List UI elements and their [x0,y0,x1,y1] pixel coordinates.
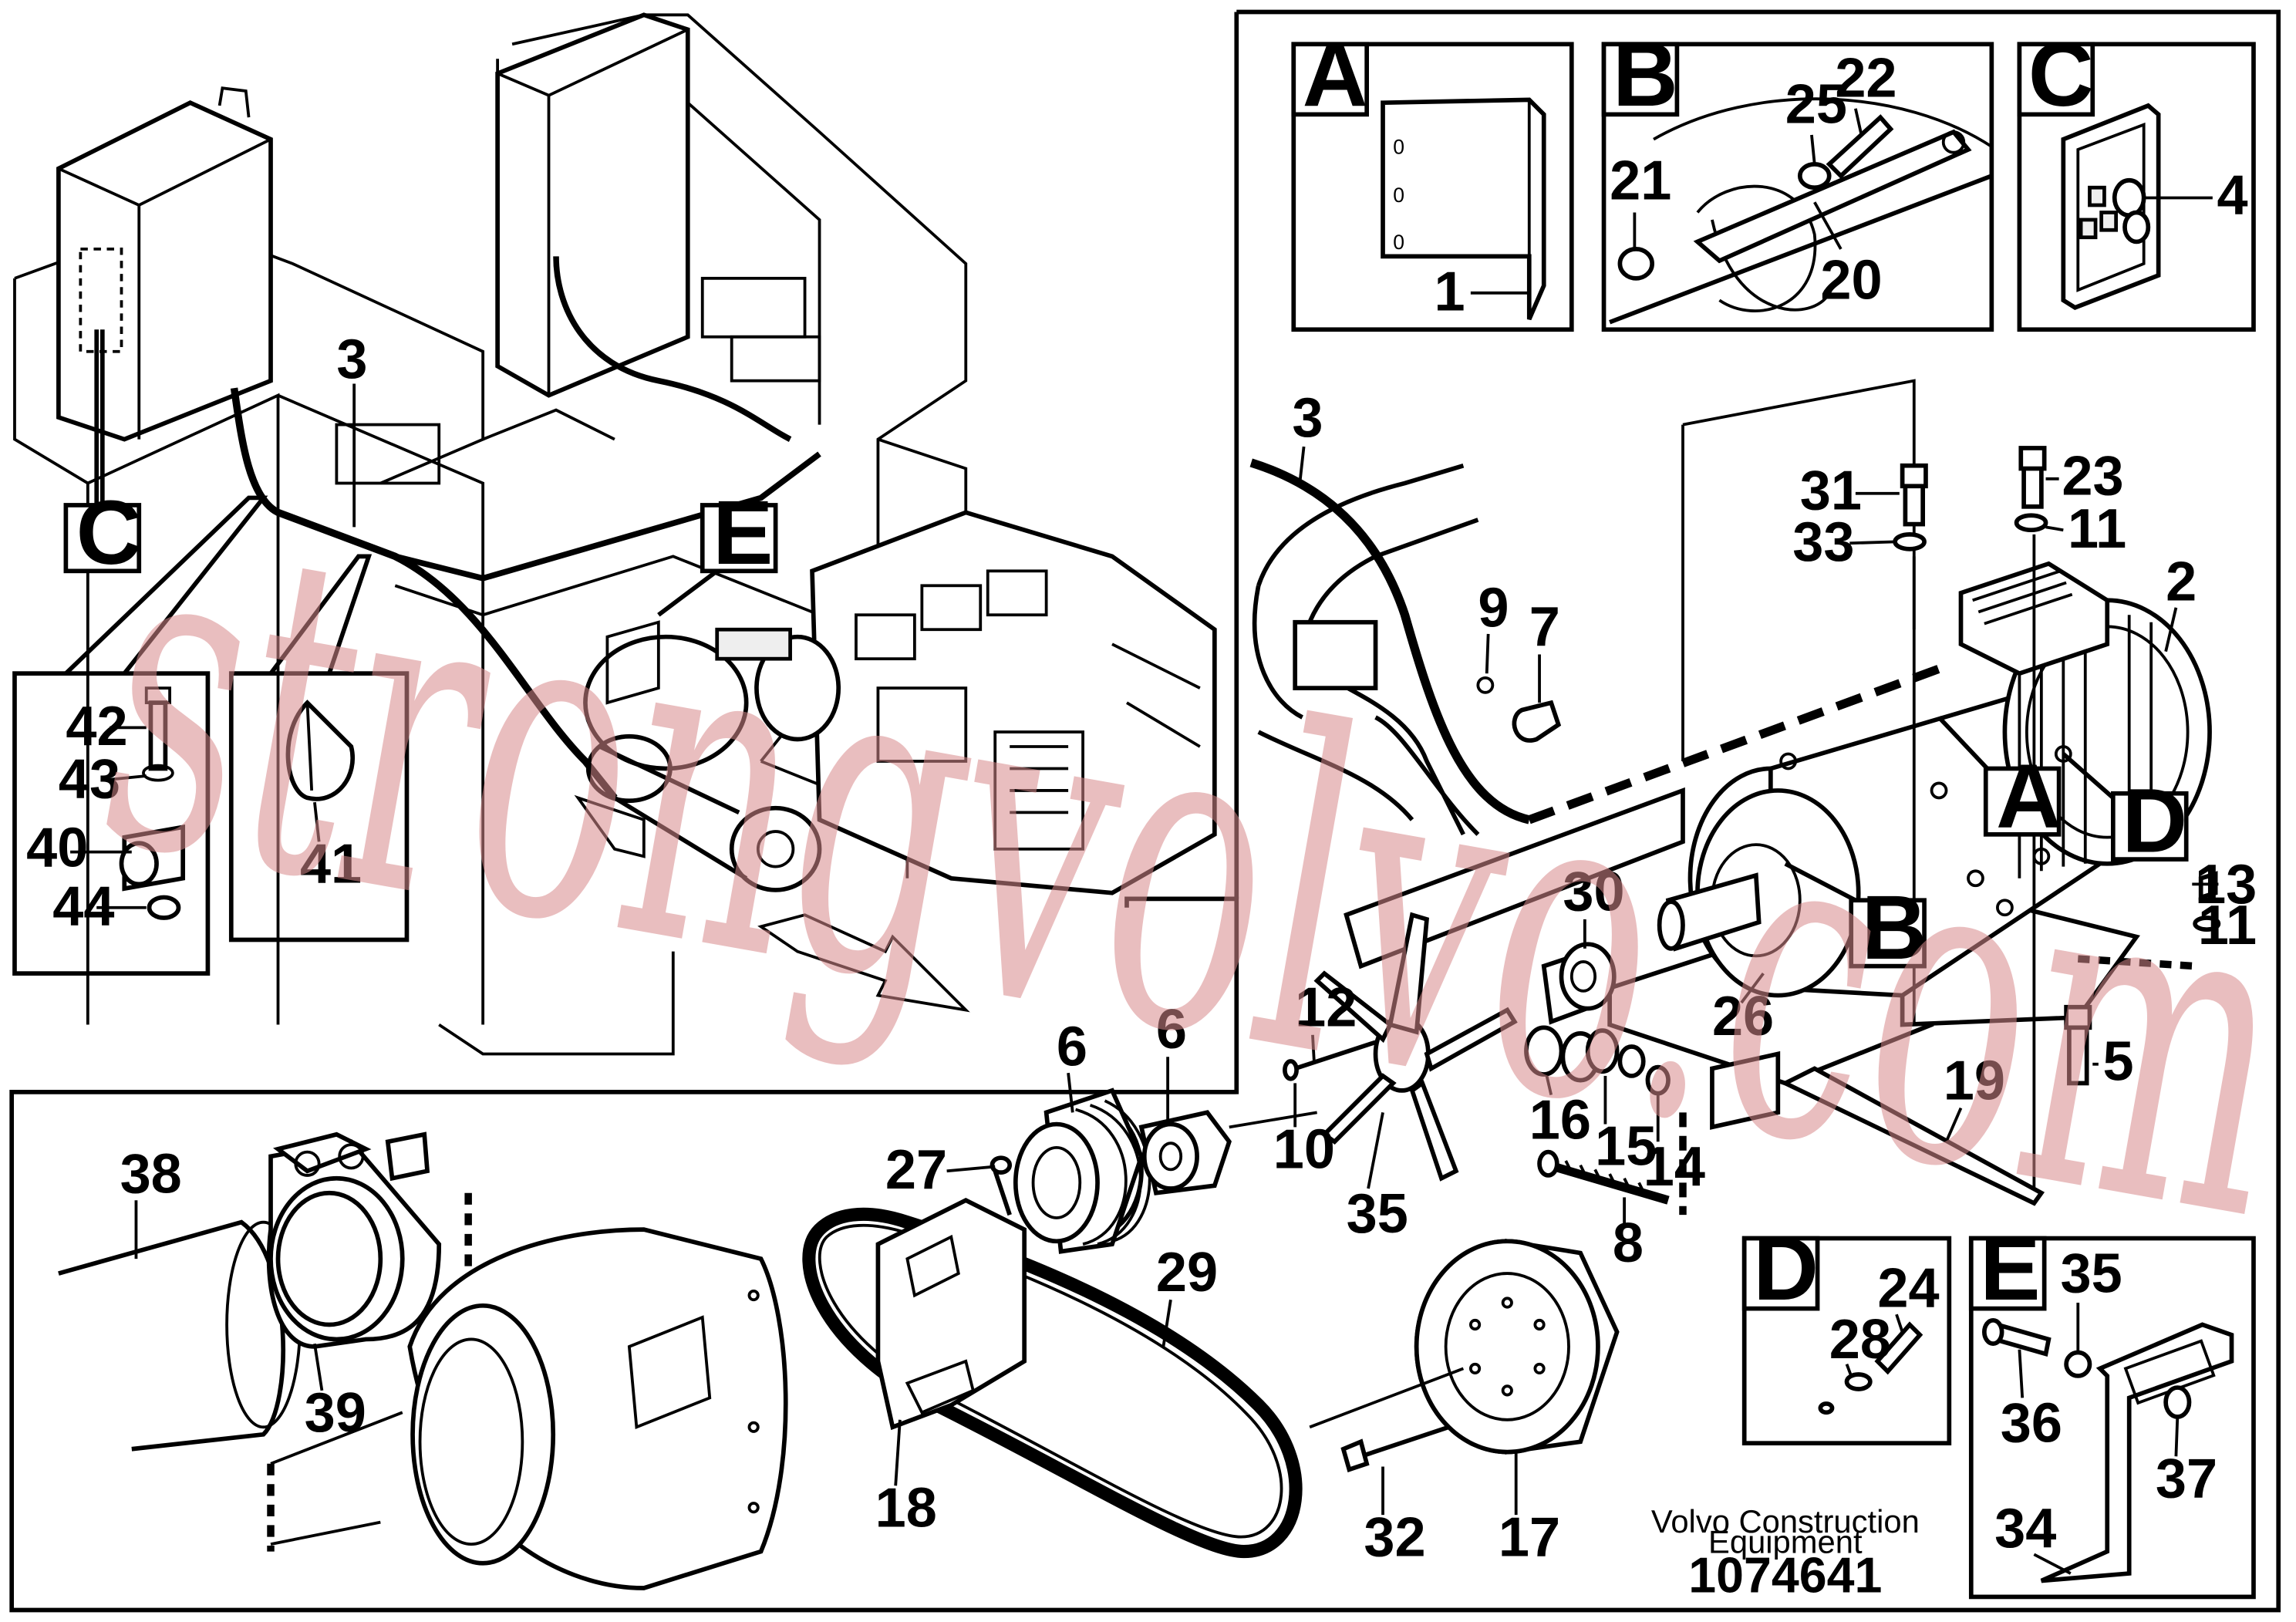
ecu-box [495,12,690,398]
svg-text:E: E [1980,1218,2040,1319]
company-name-line1: Volvo Construction [1651,1503,1920,1539]
part-label-30: 30 [1563,862,1624,923]
svg-text:D: D [1753,1218,1819,1319]
detail-box-e: E [1968,1218,2256,1600]
control-box [56,86,273,442]
part-label-10: 10 [1273,1118,1335,1180]
svg-text:0: 0 [1393,231,1404,254]
svg-text:0: 0 [1393,136,1404,159]
view-flag-d: D [2122,771,2187,872]
part-label-4: 4 [2217,164,2248,226]
part-label-39: 39 [305,1382,366,1444]
part-label-22: 22 [1835,48,1896,110]
svg-text:0: 0 [1393,184,1404,207]
part-label-11-right: 11 [2198,895,2257,956]
part-label-21: 21 [1610,150,1671,211]
drawing-number: 1074641 [1688,1548,1882,1603]
fan-and-drive [58,912,1687,1590]
part-label-18: 18 [875,1477,937,1539]
detail-box-a: A 0 0 0 [1291,24,1574,332]
svg-text:C: C [76,482,142,583]
part-label-24: 24 [1877,1258,1939,1320]
view-flag-c: C [63,329,142,583]
part-label-17: 17 [1499,1506,1560,1568]
part-label-28: 28 [1829,1309,1891,1371]
svg-text:C: C [2028,24,2094,125]
part-label-36: 36 [2001,1392,2062,1454]
view-flag-a: A [1996,745,2062,846]
part-label-14: 14 [1644,1136,1705,1198]
part-label-20: 20 [1820,249,1882,311]
part-label-7: 7 [1529,596,1560,658]
detail-tie-box [228,554,410,943]
part-label-6-right: 6 [1156,999,1187,1061]
view-arrow [757,913,970,1013]
part-label-12: 12 [1295,976,1357,1038]
detail-box-d: D [1741,1218,1952,1446]
part-label-31: 31 [1800,460,1862,522]
part-label-40: 40 [26,818,88,879]
part-label-19: 19 [1944,1050,2005,1111]
cable-harness [230,387,618,801]
title-block: Volvo Construction Equipment 1074641 [1651,1503,1920,1603]
part-label-1: 1 [1434,261,1465,323]
part-label-16: 16 [1529,1090,1591,1152]
part-label-34: 34 [1994,1498,2056,1560]
engine [583,510,1217,895]
part-label-11-top: 11 [2068,498,2126,560]
detail-box-c: C [2017,24,2256,332]
part-label-38: 38 [120,1144,182,1206]
svg-text:A: A [1303,24,1368,125]
part-label-9: 9 [1478,577,1509,639]
company-name-line2: Equipment [1708,1523,1863,1560]
part-label-35-e: 35 [2061,1243,2122,1305]
part-label-6-left: 6 [1057,1017,1087,1078]
part-label-27: 27 [885,1139,947,1201]
part-label-33: 33 [1792,511,1854,573]
part-label-29: 29 [1156,1242,1218,1303]
frames [9,9,2281,1613]
generator-assembly: A D B [1249,379,2221,1206]
detail-box-b: B [1601,24,1994,332]
part-label-15: 15 [1595,1116,1657,1178]
svg-text:B: B [1613,24,1678,125]
part-label-25: 25 [1785,74,1847,136]
view-flag-b: B [1861,877,1927,978]
part-label-37: 37 [2156,1448,2217,1509]
part-label-3: 3 [336,329,367,390]
machine-overview [13,12,1217,1056]
part-label-41: 41 [300,833,362,895]
part-label-23: 23 [2062,446,2123,508]
part-label-32: 32 [1364,1506,1425,1568]
view-flag-e: E [657,482,778,617]
part-label-2: 2 [2166,551,2197,612]
svg-text:E: E [713,482,773,583]
part-label-3-main: 3 [1292,387,1323,449]
part-label-8: 8 [1613,1212,1644,1274]
callouts: 3 31 33 23 11 2 9 7 13 11 30 26 5 19 12 … [120,387,2257,1569]
part-label-26: 26 [1712,986,1774,1047]
part-label-5: 5 [2103,1031,2134,1093]
part-label-35: 35 [1347,1183,1408,1245]
